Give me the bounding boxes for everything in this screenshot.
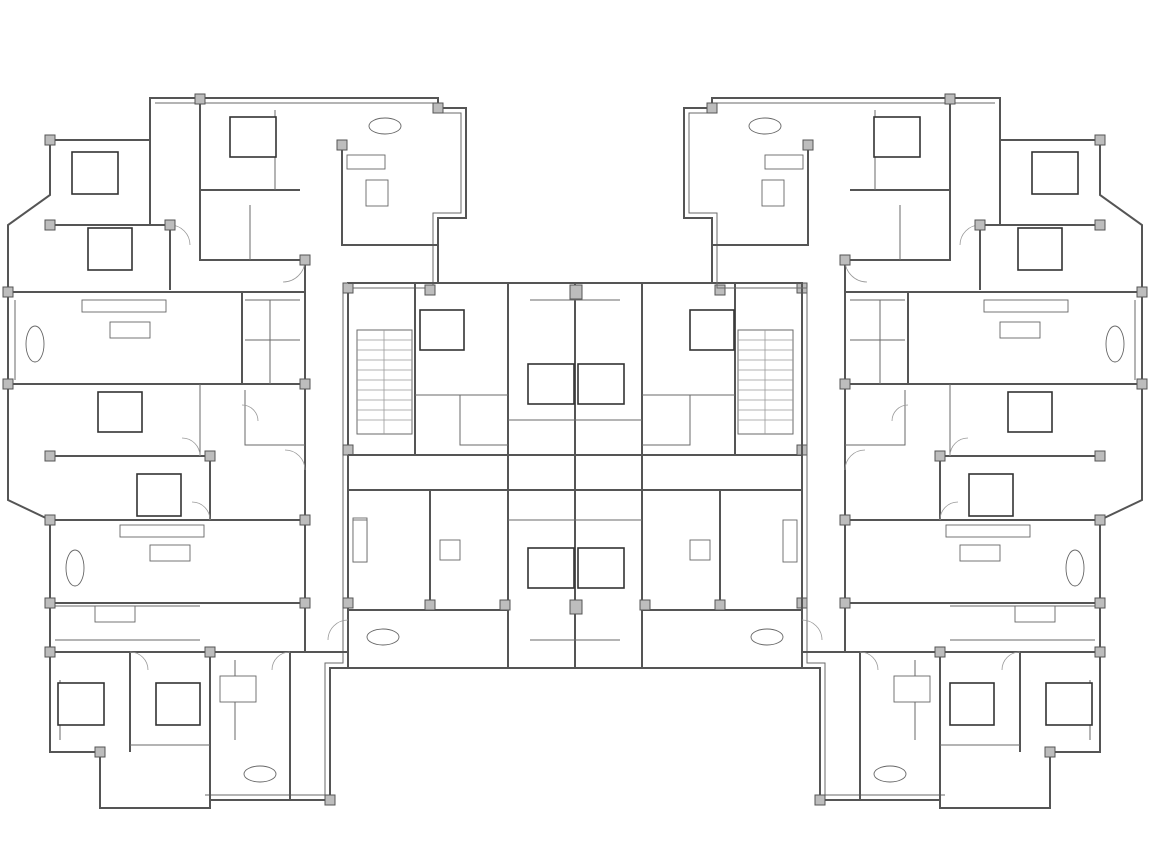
left-wing [2,93,467,809]
bed [155,682,201,726]
left-wing-thin-walls [14,110,305,746]
right-wing-dining [748,117,1125,783]
bed [97,391,143,433]
bed [689,309,735,351]
dining-table [1105,325,1125,363]
dining-table [368,117,402,135]
dining-table [65,549,85,587]
bed [87,227,133,271]
bed [968,473,1014,517]
bed [1045,682,1093,726]
bed [1031,151,1079,195]
bed [873,116,921,158]
left-wing-beds [57,116,465,726]
dining-table [873,765,907,783]
core-thin-walls [415,299,735,641]
right-wing-columns [706,93,1148,806]
dining-table [748,117,782,135]
dining-table [1065,549,1085,587]
right-stair [737,329,794,435]
right-wing-living [761,154,1069,703]
right-wing-thin-walls [845,110,1136,746]
dining-table [366,628,400,646]
core-beds [527,309,735,589]
right-wing-outline [683,97,1143,809]
bed [527,363,575,405]
bed [419,309,465,351]
right-wing [683,93,1148,809]
bed [527,547,575,589]
sofa [81,299,167,313]
sofa [119,524,205,538]
bed [136,473,182,517]
left-wing-partitions [8,98,438,800]
dining-table [243,765,277,783]
bed [229,116,277,158]
left-wing-columns [2,93,444,806]
bed [57,682,105,726]
core [348,282,808,669]
sofa [149,544,191,562]
sofa [346,154,386,170]
left-wing-dining [25,117,402,783]
sofa [94,605,136,623]
bed [1007,391,1053,433]
right-wing-beds [873,116,1093,726]
sofa [365,179,389,207]
dining-table [25,325,45,363]
bed [577,363,625,405]
sofa [219,675,257,703]
bed [577,547,625,589]
bed [71,151,119,195]
bed [1017,227,1063,271]
core-living [352,519,798,646]
bed [949,682,995,726]
left-stair [356,329,413,435]
sofa [109,321,151,339]
left-wing-outline [7,97,467,809]
